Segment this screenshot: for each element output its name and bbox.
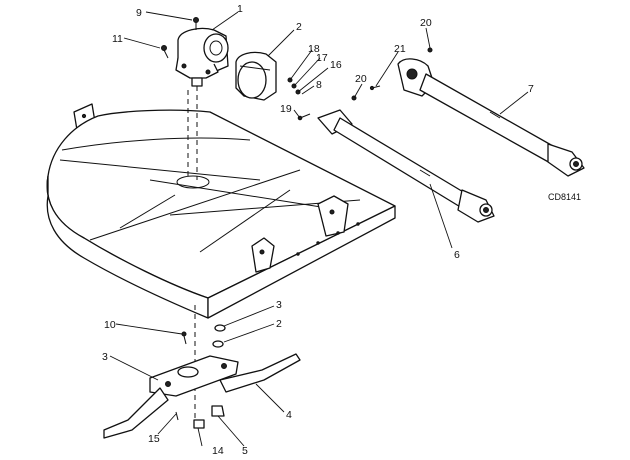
callout-20-outer: 20 — [420, 17, 432, 29]
callout-5: 5 — [242, 445, 248, 457]
driveline-outer — [397, 58, 585, 177]
leader-lines — [109, 11, 529, 447]
callout-15: 15 — [148, 433, 160, 445]
callout-2: 2 — [296, 21, 302, 33]
bolt-9 — [193, 17, 199, 30]
callout-8: 8 — [316, 79, 322, 91]
callout-19: 19 — [280, 103, 292, 115]
gearbox-shield — [235, 51, 277, 101]
callout-21: 21 — [394, 43, 406, 55]
callout-14: 14 — [212, 445, 224, 457]
bolt-11 — [161, 45, 169, 59]
blade-left — [103, 387, 169, 439]
blade-carrier — [149, 355, 239, 397]
callout-7: 7 — [528, 83, 534, 95]
callout-2-nut: 2 — [276, 318, 282, 330]
callout-3-carrier: 3 — [102, 351, 108, 363]
callout-1: 1 — [237, 3, 243, 15]
mower-deck — [46, 103, 396, 319]
callout-4: 4 — [286, 409, 292, 421]
driveline-inner — [317, 109, 495, 223]
callout-9: 9 — [136, 7, 142, 19]
figure-code: CD8141 — [548, 192, 581, 202]
hardware-stack — [175, 324, 226, 429]
callout-10: 10 — [104, 319, 116, 331]
gearbox — [175, 27, 229, 87]
callout-labels: 9 1 11 2 18 17 16 8 19 20 21 20 7 CD8141… — [102, 3, 581, 457]
callout-20-inner: 20 — [355, 73, 367, 85]
callout-18: 18 — [308, 43, 320, 55]
callout-17: 17 — [316, 52, 328, 64]
callout-11: 11 — [112, 33, 123, 45]
blade-right — [219, 353, 301, 393]
callout-3-washer: 3 — [276, 299, 282, 311]
callout-6: 6 — [454, 249, 460, 261]
grease-fitting — [427, 47, 433, 53]
callout-16: 16 — [330, 59, 342, 71]
